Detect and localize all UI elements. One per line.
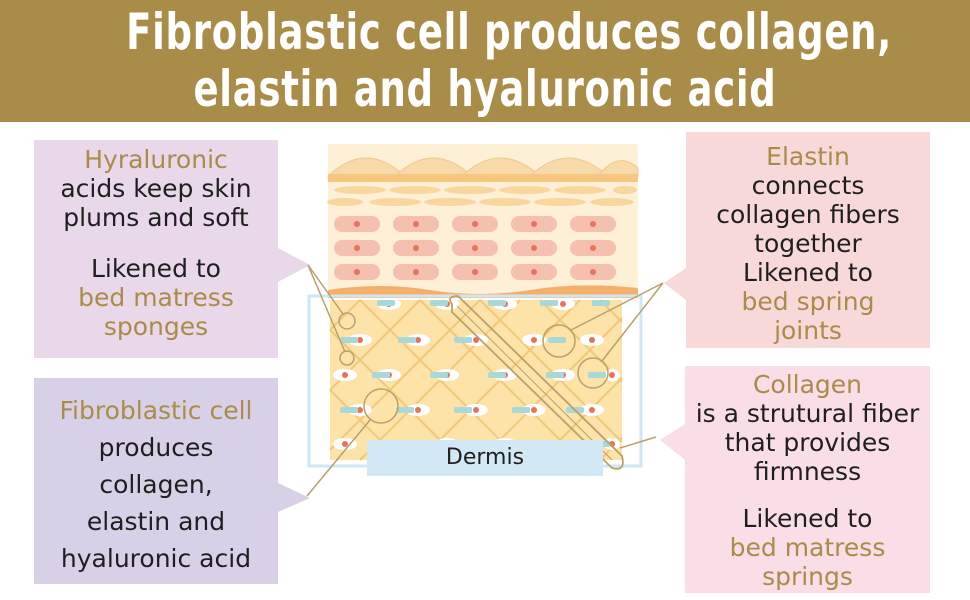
fibroblast-text-3: elastin and xyxy=(86,507,226,536)
hyaluronic-text-1: acids keep skin xyxy=(60,174,252,203)
collagen-fiber-highlight xyxy=(449,295,624,470)
granular-layer xyxy=(327,186,637,206)
title-banner: Fibroblastic cell produces collagen, ela… xyxy=(0,0,970,122)
collagen-text-2: that provides xyxy=(724,428,891,457)
fibroblast-text-4: hyaluronic acid xyxy=(60,544,252,573)
elastin-liken-gold-1: bed spring xyxy=(741,287,875,316)
hyaluronic-liken: Likened to xyxy=(91,254,221,283)
elastin-text-1: connects xyxy=(751,171,865,200)
collagen-text-1: is a strutural fiber xyxy=(695,399,920,428)
highlight-circles xyxy=(338,312,609,424)
elastin-callout: Elastin connects collagen fibers togethe… xyxy=(686,142,930,345)
hyaluronic-text-2: plums and soft xyxy=(63,203,249,232)
elastin-liken-gold-2: joints xyxy=(774,316,842,345)
hyaluronic-liken-gold-1: bed matress xyxy=(78,283,234,312)
dermis-label: Dermis xyxy=(367,440,603,476)
stratum-corneum xyxy=(326,157,639,177)
hyaluronic-heading: Hyraluronic xyxy=(84,145,228,174)
elastin-callout-box xyxy=(664,132,930,348)
fibroblast-callout: Fibroblastic cell produces collagen, ela… xyxy=(34,392,278,577)
fibroblast-text-1: produces xyxy=(98,433,214,462)
fibroblast-heading: Fibroblastic cell xyxy=(59,396,253,425)
collagen-liken: Likened to xyxy=(742,504,873,533)
hyaluronic-liken-gold-2: sponges xyxy=(103,312,209,341)
collagen-fiber-highlight-inner xyxy=(456,305,613,461)
title-line-2: elastin and hyaluronic acid xyxy=(193,60,777,118)
hyaluronic-callout-box xyxy=(34,140,310,358)
elastin-text-3: together xyxy=(754,229,862,258)
collagen-text-3: firmness xyxy=(753,457,862,486)
collagen-liken-gold-2: springs xyxy=(762,562,853,591)
collagen-heading: Collagen xyxy=(752,370,863,399)
title-line-1: Fibroblastic cell produces collagen, xyxy=(126,3,893,61)
elastin-heading: Elastin xyxy=(766,142,850,171)
fibroblast-text-2: collagen, xyxy=(99,470,213,499)
collagen-callout: Collagen is a strutural fiber that provi… xyxy=(685,370,930,591)
orange-band xyxy=(328,174,638,182)
hyaluronic-callout: Hyraluronic acids keep skin plums and so… xyxy=(34,145,278,341)
cell-nuclei xyxy=(354,221,596,275)
leader-lines xyxy=(306,264,664,497)
collagen-liken-gold-1: bed matress xyxy=(729,533,886,562)
elastin-text-2: collagen fibers xyxy=(716,200,900,229)
elastin-liken: Likened to xyxy=(743,258,873,287)
fibroblast-callout-box xyxy=(34,378,310,584)
collagen-callout-box xyxy=(660,366,930,593)
